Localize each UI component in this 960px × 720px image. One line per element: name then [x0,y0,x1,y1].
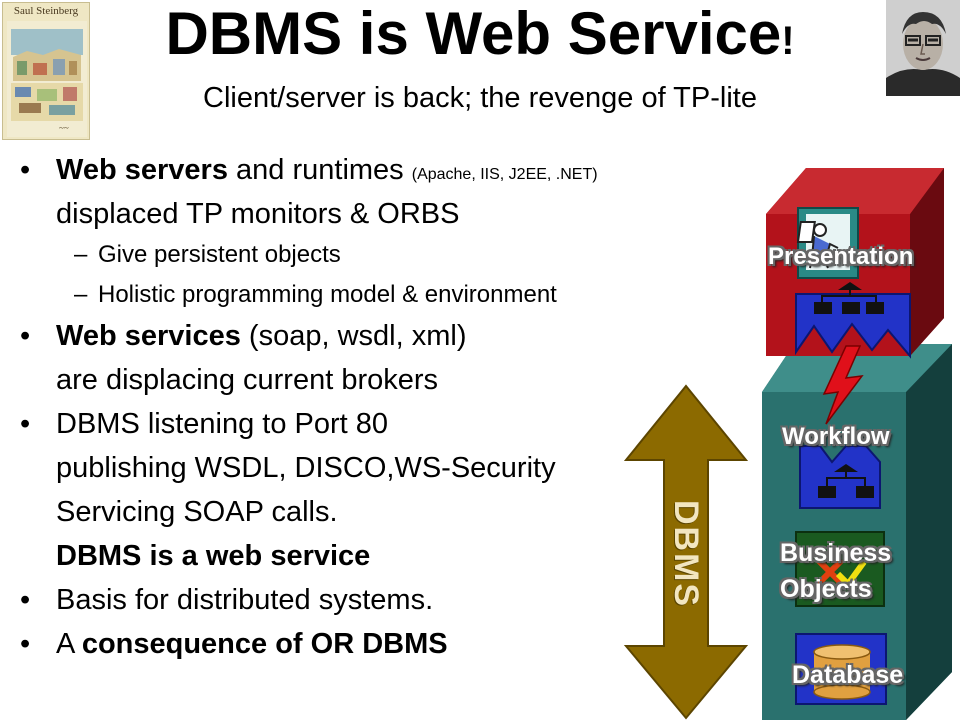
bullet-text: and runtimes [227,154,412,186]
dash-glyph: – [74,241,88,268]
page-subtitle: Client/server is back; the revenge of TP… [203,82,757,114]
bullet-continuation: are displacing current brokers [56,364,439,396]
bullet-continuation: publishing WSDL, DISCO,WS-Security [56,452,556,484]
business-objects-module [795,531,885,607]
bullet-consequence: A consequence of OR DBMS [56,626,448,662]
bullet-port-80: DBMS listening to Port 80 [56,408,389,440]
tier-label-presentation: Presentation [768,243,914,270]
page-title: DBMS is Web Service! [110,2,850,73]
svg-text:~~: ~~ [59,123,69,133]
bullet-small-note: (Apache, IIS, J2EE, .NET) [411,166,598,183]
tier-label-database: Database [792,661,904,689]
bullet-web-services: Web services (soap, wsdl, xml) [56,318,466,354]
dbms-double-arrow [623,384,749,720]
bullet-glyph: • [20,154,31,186]
lightning-bolt-icon [822,345,864,425]
sub-bullet-holistic: Holistic programming model & environment [98,281,557,308]
presentation-module-icon [795,282,911,359]
dash-glyph: – [74,281,88,308]
database-module [795,633,887,705]
bullet-bold: Web servers [56,154,228,186]
cross-icon [815,557,845,587]
bullet-text: (soap, wsdl, xml) [240,320,467,352]
bullet-glyph: • [20,320,31,352]
workflow-module-icon [799,445,881,509]
bullet-glyph: • [20,628,31,660]
database-cylinder-icon [813,644,871,700]
person-at-monitor-icon [796,207,859,279]
city-drawing-icon: ~~ [7,21,87,137]
sub-bullet-persistent: Give persistent objects [98,241,341,268]
bullet-web-servers: Web servers and runtimes (Apache, IIS, J… [56,152,598,193]
dbms-arrow-label: DBMS [667,500,705,609]
bullet-bold: consequence of OR DBMS [81,628,448,660]
bullet-bold: DBMS is a web service [56,540,371,572]
title-exclamation: ! [781,19,795,63]
bullet-distributed: Basis for distributed systems. [56,584,434,616]
bullet-continuation: displaced TP monitors & ORBS [56,198,460,230]
tier-label-workflow: Workflow [782,423,890,450]
title-text: DBMS is Web Service [165,0,782,67]
checkmark-icon [835,560,867,589]
bullet-continuation-bold: DBMS is a web service [56,538,370,574]
tier-label-business: Business [780,539,892,567]
bullet-glyph: • [20,584,31,616]
book-author: Saul Steinberg [13,5,79,17]
bullet-continuation: Servicing SOAP calls. [56,496,338,528]
bullet-glyph: • [20,408,31,440]
book-cover-illustration: Saul Steinberg ~~ [2,2,90,140]
bullet-text: A [56,628,82,660]
tier-label-objects: Objects [780,575,872,603]
portrait-photo [886,0,960,96]
bullet-bold: Web services [56,320,241,352]
